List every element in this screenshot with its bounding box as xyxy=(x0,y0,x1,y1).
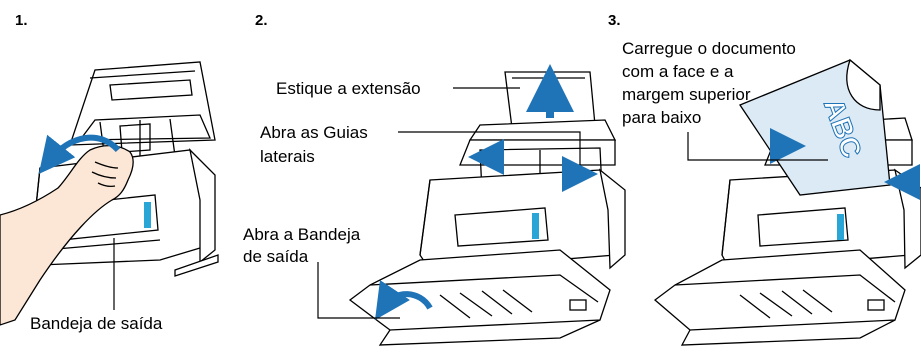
step-number-1: 1. xyxy=(15,12,28,29)
step-number-2: 2. xyxy=(255,12,268,29)
indicator-led-step3 xyxy=(837,214,844,240)
curved-arrow-icon-step1 xyxy=(38,134,121,175)
curved-arrow-icon-step2 xyxy=(374,280,433,320)
label-output-tray: Bandeja de saída xyxy=(30,314,163,333)
indicator-led-step2 xyxy=(532,213,539,239)
label-open-guides-line1: Abra as Guias xyxy=(260,123,368,142)
label-load-document-line2: com a face e a xyxy=(622,62,734,81)
label-load-document-line3: margem superior xyxy=(622,85,751,104)
label-open-guides-line2: laterais xyxy=(260,147,315,166)
label-open-tray-line2: de saída xyxy=(243,247,309,266)
label-load-document-line1: Carregue o documento xyxy=(622,39,796,58)
scanner-illustration-step2 xyxy=(348,71,626,346)
indicator-led-step1 xyxy=(144,202,151,228)
label-extend-extension: Estique a extensão xyxy=(276,79,421,98)
step-number-3: 3. xyxy=(608,12,621,29)
document-illustration: ABC xyxy=(739,58,891,196)
hand-illustration xyxy=(0,145,134,326)
label-open-tray-line1: Abra a Bandeja xyxy=(243,225,361,244)
label-load-document-line4: para baixo xyxy=(622,108,702,127)
